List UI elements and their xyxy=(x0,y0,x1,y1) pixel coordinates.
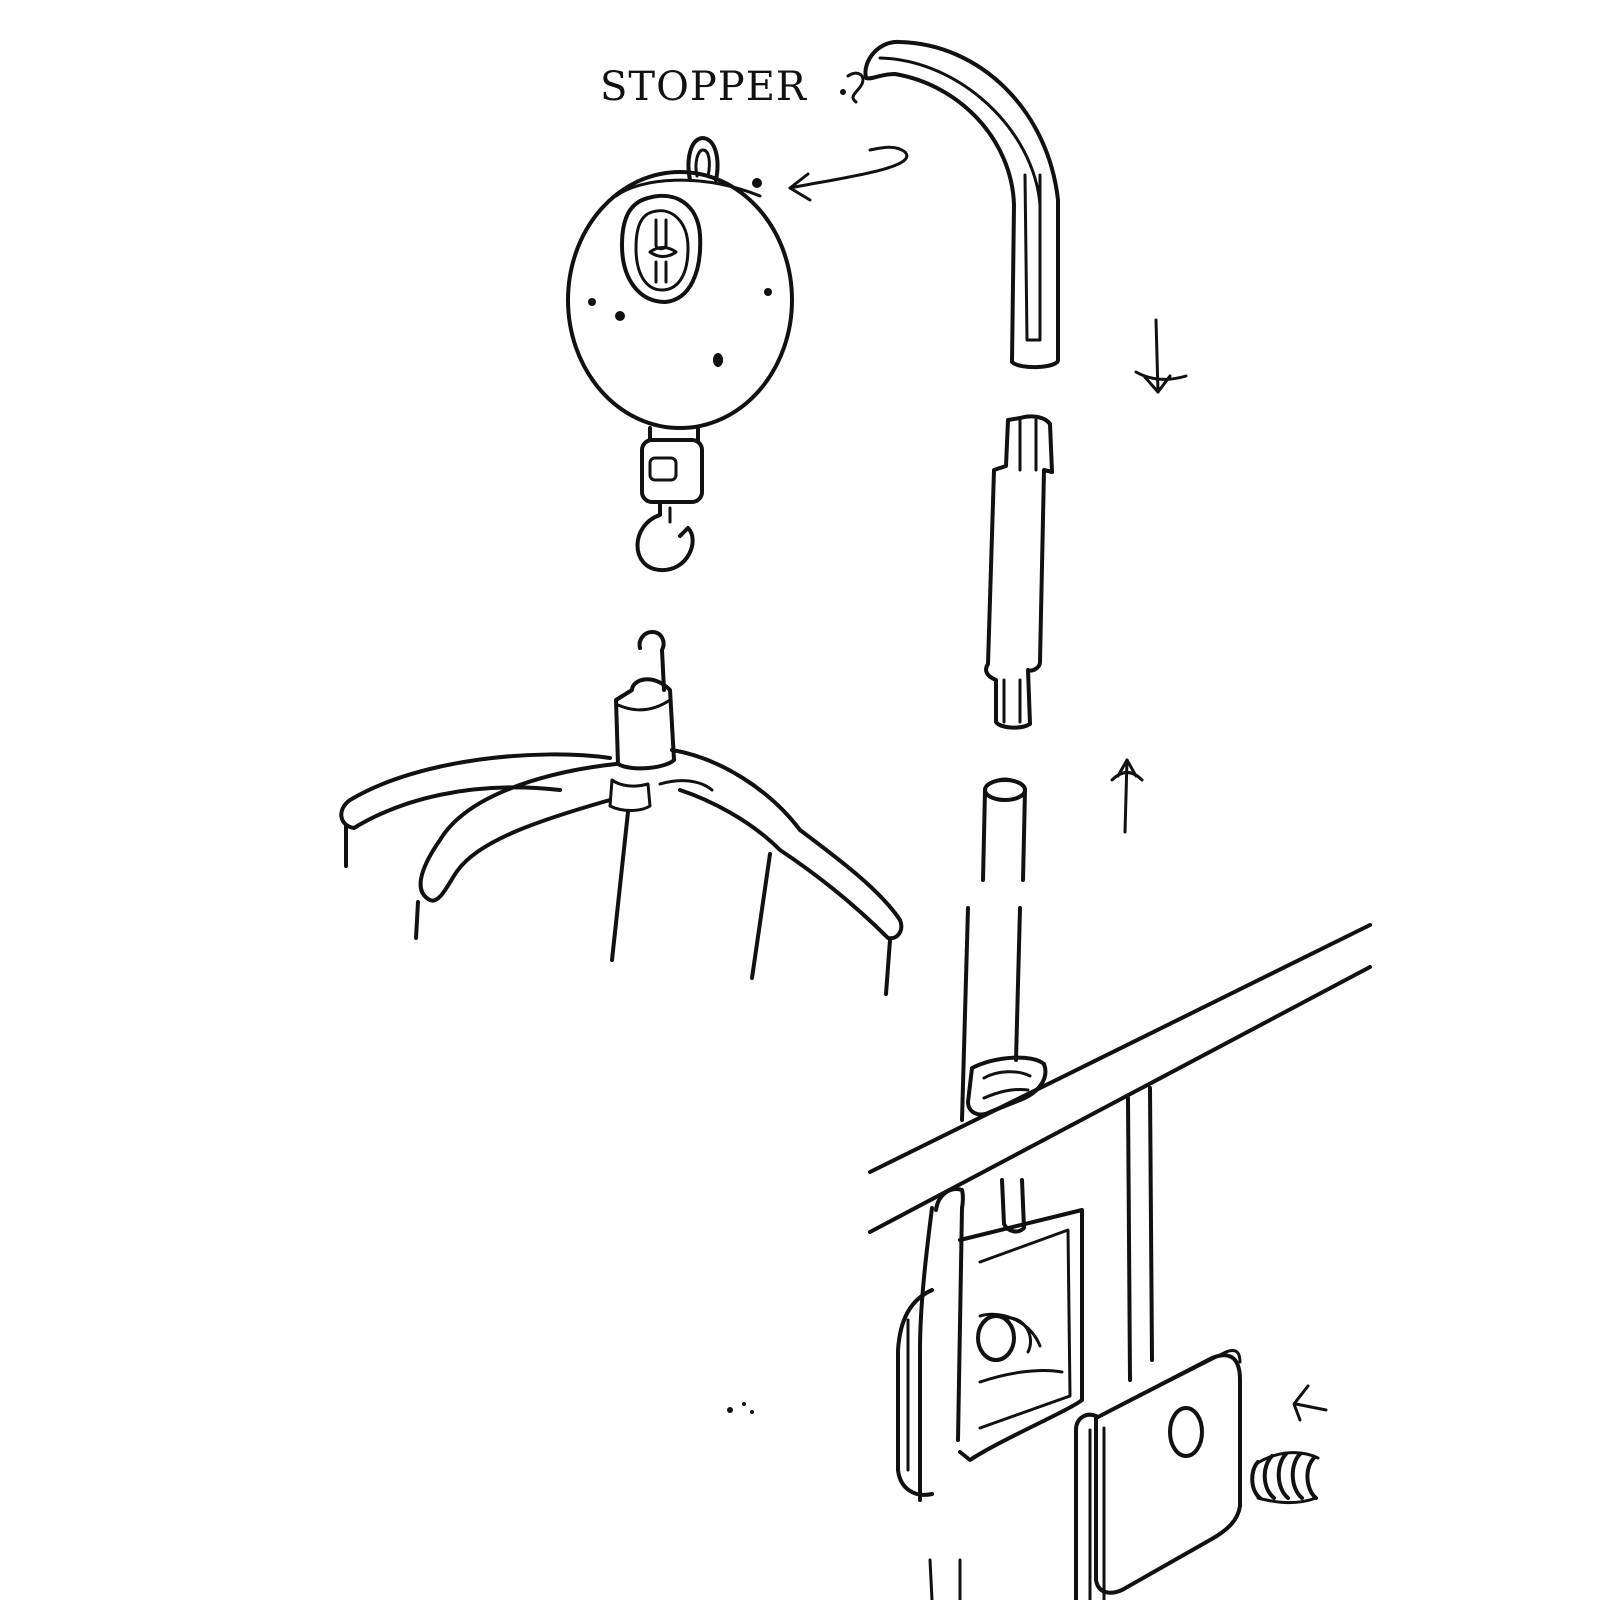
scan-specks xyxy=(727,1402,754,1414)
rotate-arrow xyxy=(788,145,909,202)
spring-scale xyxy=(566,136,794,573)
insert-arrow-up xyxy=(1110,758,1144,834)
stopper-label: STOPPER xyxy=(600,64,808,110)
insert-arrow-down xyxy=(1134,318,1188,394)
middle-pole-segment xyxy=(984,414,1054,730)
umbrella-arms xyxy=(339,630,904,996)
thumb-screw xyxy=(1250,1451,1320,1504)
lower-pole-segment xyxy=(960,777,1027,1122)
scale-rivet xyxy=(752,178,762,188)
stopper-clip xyxy=(846,71,865,104)
curved-hook-pole xyxy=(863,39,1060,369)
bed-rail-frame xyxy=(868,923,1372,1600)
screw-arrow xyxy=(1292,1384,1328,1422)
mounting-clamp xyxy=(896,1055,1242,1600)
label-leader-dot xyxy=(840,89,846,95)
